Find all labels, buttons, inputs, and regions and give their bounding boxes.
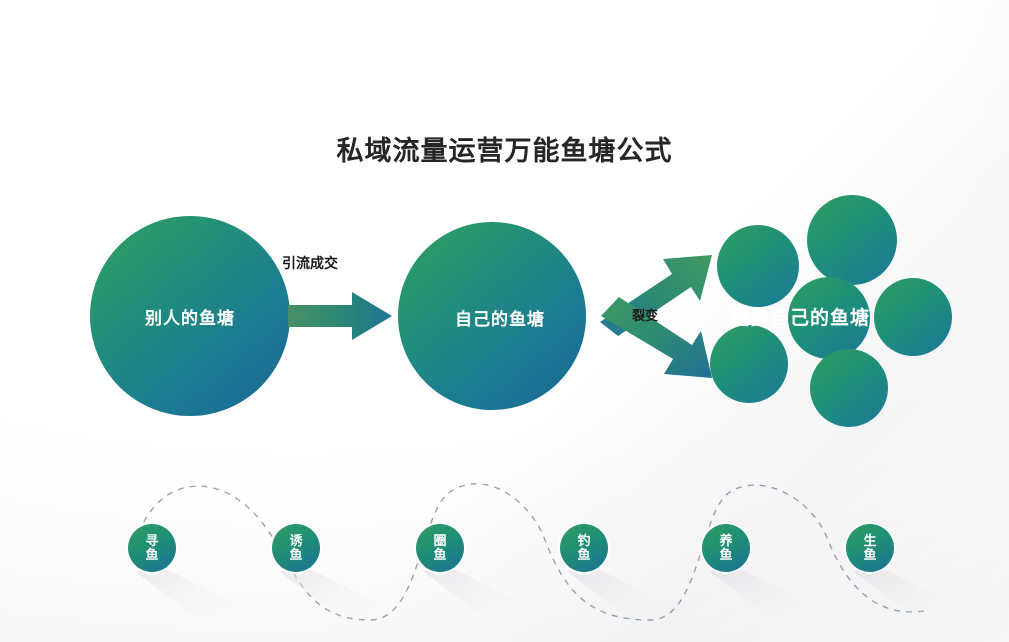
step-node-5[interactable]: 养 鱼	[702, 524, 750, 572]
cluster-circle-2	[807, 195, 897, 285]
step-node-3-label: 圈 鱼	[433, 533, 447, 562]
step-node-6-label: 生 鱼	[863, 533, 877, 562]
step-node-1[interactable]: 寻 鱼	[128, 524, 176, 572]
fission-arrow-label: 裂变	[631, 308, 658, 323]
step-node-2[interactable]: 诱 鱼	[272, 524, 320, 572]
inflow-arrow-label: 引流成交	[282, 255, 338, 271]
left-pond-label: 别人的鱼塘	[145, 309, 235, 328]
step-node-5-label: 养 鱼	[719, 533, 733, 562]
cluster-circle-1	[717, 225, 799, 307]
inflow-arrow	[288, 292, 392, 340]
left-pond-circle	[90, 216, 290, 416]
cluster-label: 更多自己的鱼塘	[729, 308, 870, 329]
step-node-4[interactable]: 钓 鱼	[560, 524, 608, 572]
cluster-circle-5	[710, 325, 788, 403]
cluster-circle-6	[810, 349, 888, 427]
step-node-6[interactable]: 生 鱼	[846, 524, 894, 572]
fission-arrow-down	[601, 297, 712, 378]
page-title: 私域流量运营万能鱼塘公式	[336, 136, 673, 166]
center-pond-circle	[398, 222, 586, 410]
cluster-circle-3	[788, 277, 870, 359]
step-shadows	[136, 562, 958, 618]
step-node-2-label: 诱 鱼	[289, 533, 303, 562]
cluster-circle-4	[874, 278, 952, 356]
step-node-1-label: 寻 鱼	[145, 533, 159, 562]
process-wave-path	[131, 483, 931, 621]
center-pond-label: 自己的鱼塘	[455, 310, 545, 329]
step-node-3[interactable]: 圈 鱼	[416, 524, 464, 572]
step-node-4-label: 钓 鱼	[577, 533, 591, 562]
